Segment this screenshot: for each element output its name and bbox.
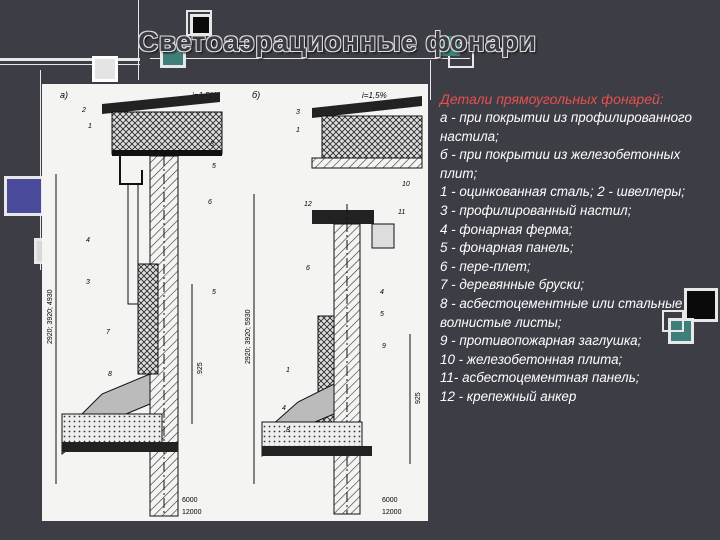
dim-b-left: 2920; 3920; 5930 [245, 309, 252, 364]
panel-b-label: б) [252, 90, 260, 100]
decor-line-top-left [0, 58, 140, 61]
callout-b-1: 3 [296, 109, 300, 116]
bottom-a-bot: 12000 [182, 509, 202, 516]
legend-item: 9 - противопожарная заглушка; [440, 333, 642, 349]
roof-cap-b [312, 96, 422, 118]
panel-a-label: а) [60, 90, 68, 100]
bottom-b-bot: 12000 [382, 509, 402, 516]
legend-item: 10 - железобетонная плита; [440, 351, 623, 367]
decor-square-teal-2 [440, 36, 460, 56]
callouts-b: 3 1 10 11 12 6 4 5 9 1 4 8 [282, 109, 410, 434]
callout-a-2: 1 [88, 123, 92, 130]
roof-cap-a [102, 92, 220, 114]
callout-b-10: 1 [286, 367, 290, 374]
legend-item: 7 - деревянные бруски; [440, 277, 585, 293]
decor-square-outline-3 [662, 310, 684, 332]
decor-square-teal-1 [160, 42, 186, 68]
legend-item: 5 - фонарная панель; [440, 240, 574, 256]
callout-b-6: 6 [306, 265, 310, 272]
legend-caption: Детали прямоугольных фонарей: а - при по… [440, 90, 712, 407]
legend-item: а - при покрытии из профилированного нас… [440, 110, 692, 144]
roof-deck-a [112, 150, 222, 156]
drawing-svg: а) i=1,5% 2920; 3920; 4930 925 6000 1200… [47, 90, 423, 517]
callout-a-7: 5 [212, 289, 216, 296]
callout-b-7: 4 [380, 289, 384, 296]
slope-b-label: i=1,5% [362, 91, 387, 100]
decor-line-top-mid [150, 58, 470, 59]
lower-deck-a [62, 442, 178, 452]
decor-square-blue-1 [4, 176, 44, 216]
callout-a-6: 4 [86, 237, 90, 244]
panel-a [137, 263, 159, 375]
truss-chord-b [312, 210, 374, 224]
legend-item: 1 - оцинкованная сталь; 2 - швеллеры; [440, 184, 685, 200]
callout-b-3: 10 [402, 181, 410, 188]
callout-b-8: 5 [380, 311, 384, 318]
decor-line-vert-3 [430, 60, 431, 100]
callout-b-9: 9 [382, 343, 386, 350]
callout-a-3: 3 [210, 141, 214, 148]
callout-b-12: 8 [286, 427, 290, 434]
legend-item: 12 - крепежный анкер [440, 388, 577, 404]
dim-a-left: 2920; 3920; 4930 [47, 289, 54, 344]
callouts-a: 2 1 3 5 6 4 5 3 7 8 [81, 107, 216, 378]
legend-item: 11- асбестоцементная панель; [440, 370, 640, 386]
callout-b-5: 12 [304, 201, 312, 208]
decor-square-white [92, 56, 118, 82]
callout-a-9: 7 [106, 329, 111, 336]
callout-a-4: 5 [212, 163, 216, 170]
decor-line-vert-2 [40, 70, 41, 270]
dim-a-mid: 925 [197, 362, 204, 374]
decor-line-top-left-2 [0, 64, 140, 65]
dim-b-right: 925 [415, 392, 422, 404]
legend-heading: Детали прямоугольных фонарей: [440, 91, 664, 107]
decor-square-black-2 [684, 288, 718, 322]
decor-square-black-1 [190, 14, 212, 36]
callout-a-5: 6 [208, 199, 212, 206]
roof-insulation-b [321, 115, 423, 161]
legend-item: 6 - пере-плет; [440, 258, 531, 274]
bottom-a-top: 6000 [182, 497, 198, 504]
callout-a-8: 3 [86, 279, 90, 286]
sash-a [127, 183, 139, 305]
roof-slab-b [311, 157, 423, 169]
page-title: Светоаэрационные фонари [138, 26, 537, 57]
callout-a-10: 8 [108, 371, 112, 378]
lower-insulation-a [61, 413, 163, 445]
gutter-a [119, 156, 143, 185]
lower-insulation-b [261, 421, 363, 449]
callout-a-1: 2 [81, 107, 86, 114]
callout-b-4: 11 [398, 209, 405, 216]
lower-deck-b [262, 446, 372, 456]
legend-item: 4 - фонарная ферма; [440, 221, 573, 237]
legend-item: б - при покрытии из железобетонных плит; [440, 147, 681, 181]
callout-b-11: 4 [282, 405, 286, 412]
callout-b-2: 1 [296, 127, 300, 134]
beam-b [371, 223, 395, 249]
technical-drawing: а) i=1,5% 2920; 3920; 4930 925 6000 1200… [42, 84, 428, 521]
decor-line-vert-1 [138, 0, 139, 80]
roof-insulation-a [111, 111, 223, 155]
legend-item: 3 - профилированный настил; [440, 202, 632, 218]
bottom-b-top: 6000 [382, 497, 398, 504]
legend-item: 8 - асбестоцементные или стальные волнис… [440, 295, 683, 330]
